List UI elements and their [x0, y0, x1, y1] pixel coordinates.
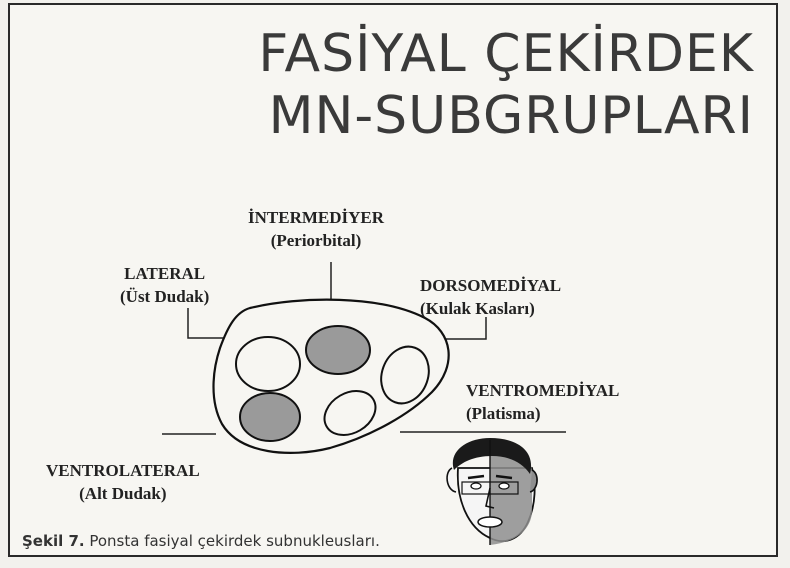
right-eye	[499, 483, 509, 489]
label-ventrolateral-name: VENTROLATERAL	[46, 459, 200, 482]
label-dorsomedial: DORSOMEDİYAL (Kulak Kasları)	[420, 274, 561, 320]
label-ventrolateral: VENTROLATERAL (Alt Dudak)	[46, 459, 200, 505]
label-intermediyer-name: İNTERMEDİYER	[248, 206, 384, 229]
label-ventromedial-sub: (Platisma)	[466, 402, 619, 425]
label-ventromedial-name: VENTROMEDİYAL	[466, 379, 619, 402]
face-illustration	[447, 438, 537, 545]
label-intermediyer-sub: (Periorbital)	[248, 229, 384, 252]
label-intermediyer: İNTERMEDİYER (Periorbital)	[248, 206, 384, 252]
label-dorsomedial-sub: (Kulak Kasları)	[420, 297, 561, 320]
left-ear	[447, 468, 456, 492]
mouth	[478, 517, 502, 527]
label-lateral-sub: (Üst Dudak)	[120, 285, 209, 308]
dorsomedial-leader	[438, 317, 486, 339]
caption-prefix: Şekil 7.	[22, 532, 85, 550]
label-lateral-name: LATERAL	[120, 262, 209, 285]
label-lateral: LATERAL (Üst Dudak)	[120, 262, 209, 308]
figure-caption: Şekil 7. Ponsta fasiyal çekirdek subnukl…	[22, 532, 380, 550]
intermediyer-subnucleus	[306, 326, 370, 374]
lateral-leader	[188, 308, 226, 338]
label-dorsomedial-name: DORSOMEDİYAL	[420, 274, 561, 297]
lateral-subnucleus	[236, 337, 300, 391]
label-ventrolateral-sub: (Alt Dudak)	[46, 482, 200, 505]
caption-text: Ponsta fasiyal çekirdek subnukleusları.	[85, 532, 380, 550]
ventrolateral-subnucleus	[240, 393, 300, 441]
left-eye	[471, 483, 481, 489]
label-ventromedial: VENTROMEDİYAL (Platisma)	[466, 379, 619, 425]
